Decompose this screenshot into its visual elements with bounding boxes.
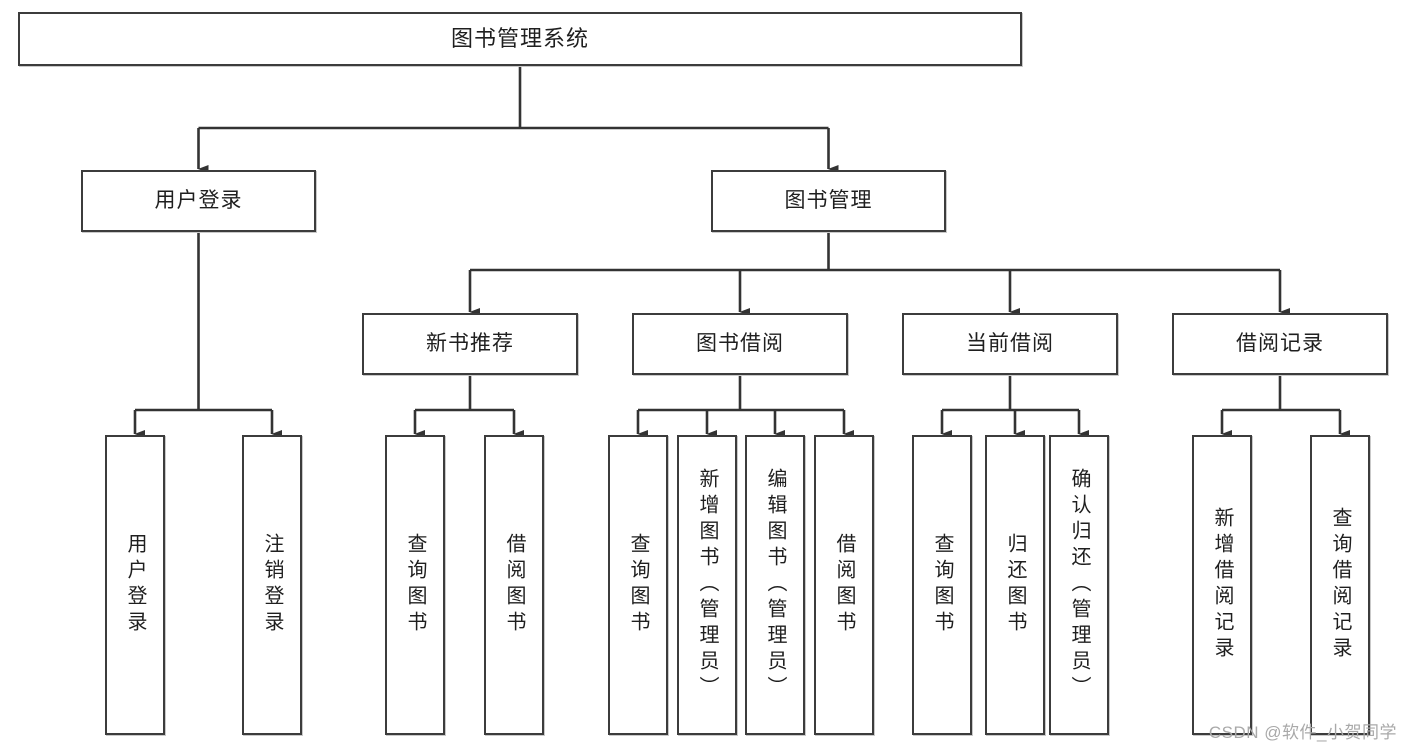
node-l-borrow1[interactable]: 借阅图书 xyxy=(484,435,544,735)
node-l-query2[interactable]: 查询图书 xyxy=(608,435,668,735)
node-label: 确认归还（管理员） xyxy=(1068,468,1090,702)
node-l-borrow2[interactable]: 借阅图书 xyxy=(814,435,874,735)
node-l-edit[interactable]: 编辑图书（管理员） xyxy=(745,435,805,735)
node-l-logout[interactable]: 注销登录 xyxy=(242,435,302,735)
node-l-addrec[interactable]: 新增借阅记录 xyxy=(1192,435,1252,735)
node-label: 借阅图书 xyxy=(503,533,525,637)
node-label: 查询图书 xyxy=(931,533,953,637)
node-root[interactable]: 图书管理系统 xyxy=(18,12,1022,66)
node-label: 用户登录 xyxy=(124,533,146,637)
node-label: 归还图书 xyxy=(1004,533,1026,637)
node-l-login[interactable]: 用户登录 xyxy=(105,435,165,735)
node-l-query3[interactable]: 查询图书 xyxy=(912,435,972,735)
node-borrow[interactable]: 图书借阅 xyxy=(632,313,848,375)
node-label: 查询借阅记录 xyxy=(1329,507,1351,663)
node-newbook[interactable]: 新书推荐 xyxy=(362,313,578,375)
node-l-add[interactable]: 新增图书（管理员） xyxy=(677,435,737,735)
node-label: 图书管理系统 xyxy=(450,26,589,52)
node-l-return[interactable]: 归还图书 xyxy=(985,435,1045,735)
node-label: 当前借阅 xyxy=(966,331,1054,355)
node-bookmgmt[interactable]: 图书管理 xyxy=(711,170,946,232)
node-label: 借阅记录 xyxy=(1236,331,1324,355)
node-label: 用户登录 xyxy=(154,188,243,212)
node-l-confirm[interactable]: 确认归还（管理员） xyxy=(1049,435,1109,735)
node-label: 新书推荐 xyxy=(426,331,514,355)
node-l-query1[interactable]: 查询图书 xyxy=(385,435,445,735)
node-label: 查询图书 xyxy=(627,533,649,637)
node-current[interactable]: 当前借阅 xyxy=(902,313,1118,375)
node-records[interactable]: 借阅记录 xyxy=(1172,313,1388,375)
node-label: 新增借阅记录 xyxy=(1211,507,1233,663)
node-label: 借阅图书 xyxy=(833,533,855,637)
node-label: 图书管理 xyxy=(784,188,873,212)
node-label: 注销登录 xyxy=(261,533,283,637)
node-login[interactable]: 用户登录 xyxy=(81,170,316,232)
node-label: 新增图书（管理员） xyxy=(696,468,718,702)
node-label: 编辑图书（管理员） xyxy=(764,468,786,702)
node-label: 图书借阅 xyxy=(696,331,784,355)
node-l-qryrec[interactable]: 查询借阅记录 xyxy=(1310,435,1370,735)
node-label: 查询图书 xyxy=(404,533,426,637)
